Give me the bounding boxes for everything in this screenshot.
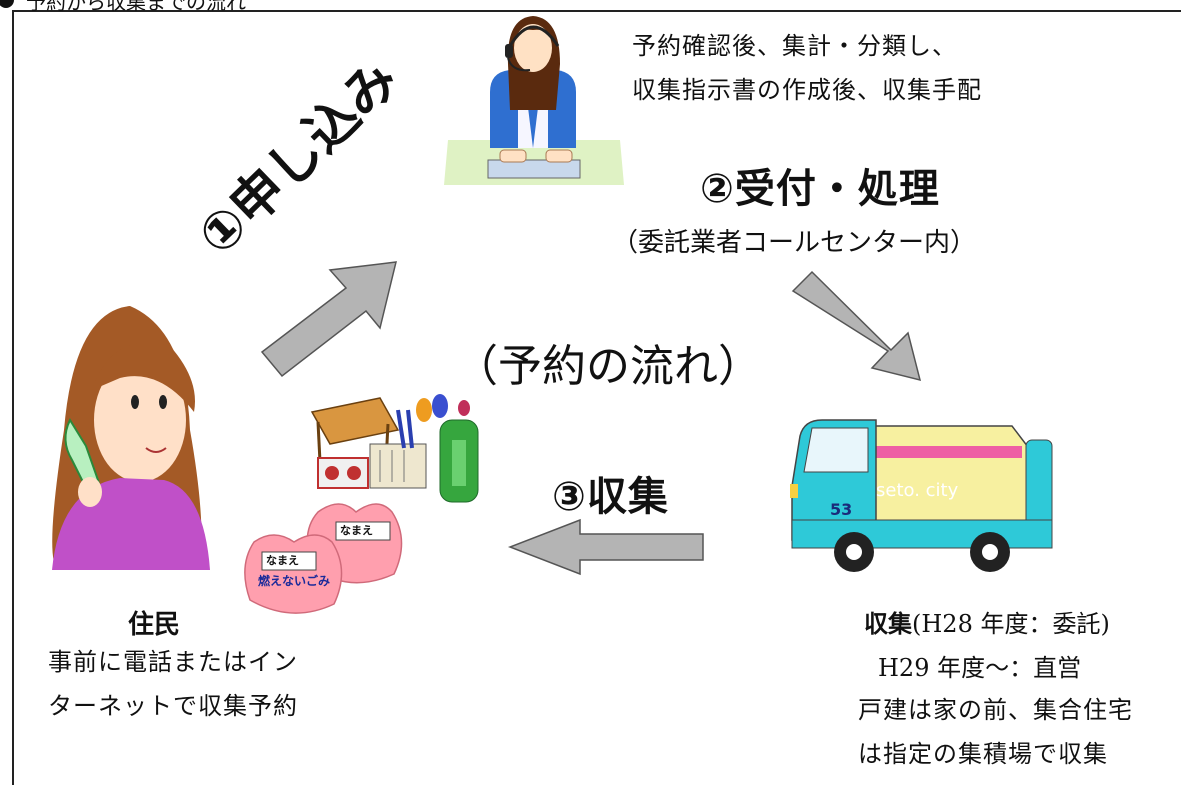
truck-logo-text: seto. city bbox=[876, 480, 959, 501]
collection-line2: H29 年度～：直営 bbox=[878, 654, 1082, 682]
resident-desc-line2: ターネットで収集予約 bbox=[48, 692, 298, 720]
garbage-bags-illustration bbox=[244, 503, 403, 614]
bag-name-tag-front: なまえ bbox=[266, 554, 299, 567]
arrow-processing bbox=[791, 270, 922, 382]
step2-note-line1: 予約確認後、集計・分類し、 bbox=[632, 32, 957, 60]
header-bullet bbox=[0, 0, 14, 8]
operator-illustration bbox=[444, 16, 624, 185]
garbage-truck-illustration bbox=[790, 419, 1053, 572]
resident-desc-line1: 事前に電話またはイン bbox=[48, 648, 298, 676]
resident-title: 住民 bbox=[128, 610, 181, 640]
step3-label: ③収集 bbox=[552, 474, 669, 520]
bag-name-tag: なまえ bbox=[340, 524, 373, 537]
step2-note-line2: 収集指示書の作成後、収集手配 bbox=[632, 76, 982, 104]
arrow-collection bbox=[507, 518, 704, 576]
diagram-frame bbox=[12, 10, 1181, 785]
collection-heading: 収集(H28 年度：委託) bbox=[864, 604, 1110, 639]
truck-number: 53 bbox=[830, 500, 853, 519]
collection-title-suffix: (H28 年度：委託) bbox=[912, 610, 1110, 638]
collection-title: 収集 bbox=[864, 609, 912, 638]
resident-desc: 事前に電話またはイン ターネットで収集予約 bbox=[48, 640, 298, 728]
collection-line4: は指定の集積場で収集 bbox=[858, 740, 1108, 768]
arrow-reservation bbox=[260, 261, 397, 378]
bulky-goods-illustration bbox=[310, 394, 479, 503]
resident-illustration bbox=[52, 306, 210, 570]
step2-label: ②受付・処理 bbox=[700, 166, 940, 212]
step2-note: 予約確認後、集計・分類し、 収集指示書の作成後、収集手配 bbox=[632, 24, 982, 112]
header-title: 予約から収集までの流れ bbox=[26, 0, 246, 14]
center-flow-label: （予約の流れ） bbox=[454, 341, 762, 392]
step2-sub: （委託業者コールセンター内） bbox=[612, 228, 977, 258]
bag-label-front: 燃えないごみ bbox=[258, 574, 331, 588]
collection-line3: 戸建は家の前、集合住宅 bbox=[858, 696, 1133, 724]
collection-notes: 戸建は家の前、集合住宅 は指定の集積場で収集 bbox=[858, 688, 1133, 776]
